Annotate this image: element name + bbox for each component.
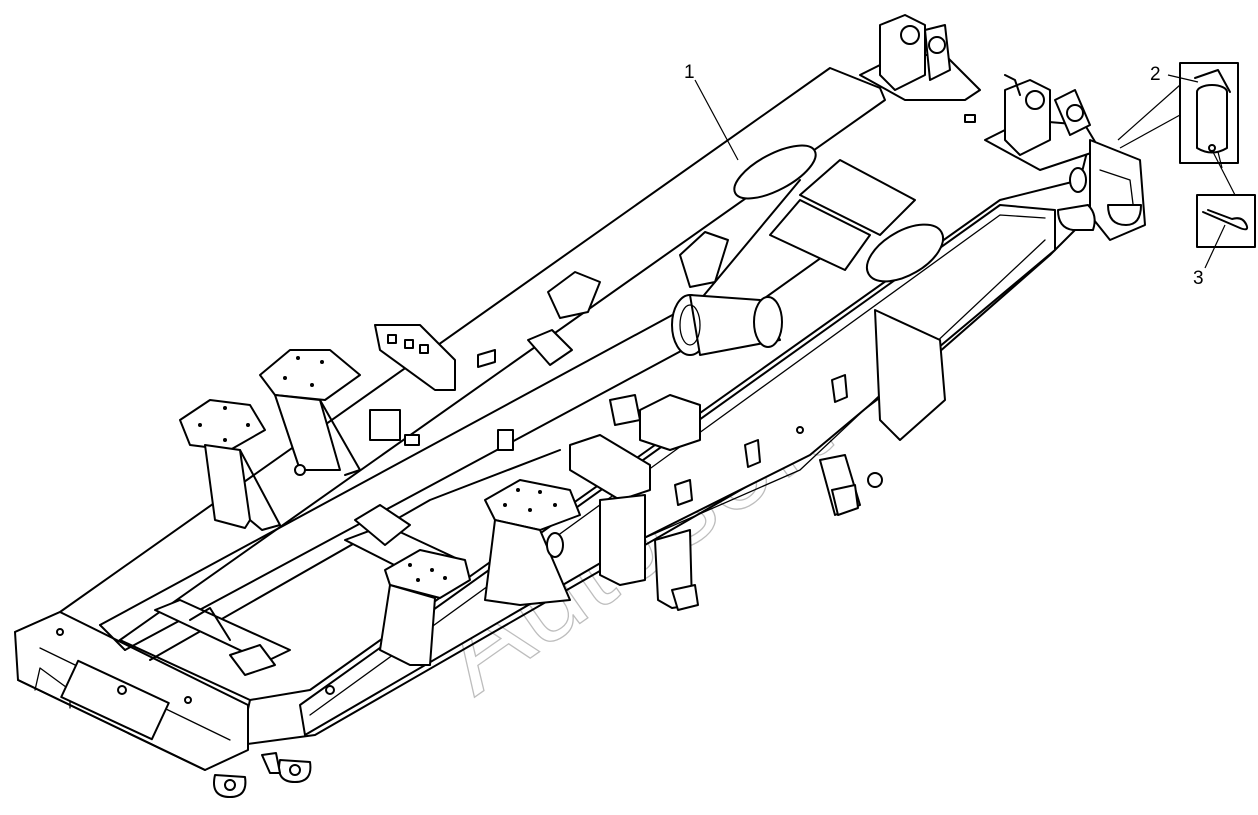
callout-1: 1: [684, 62, 695, 83]
mounting-brackets: [179, 231, 946, 666]
cotter-pin-detail-box: [1196, 194, 1256, 248]
pin-detail-box: [1179, 62, 1239, 164]
main-frame: [14, 67, 1091, 798]
front-lugs: [859, 14, 1146, 241]
callout-3: 3: [1193, 268, 1204, 289]
callout-2: 2: [1150, 64, 1161, 85]
leader-lines: [694, 74, 1236, 269]
